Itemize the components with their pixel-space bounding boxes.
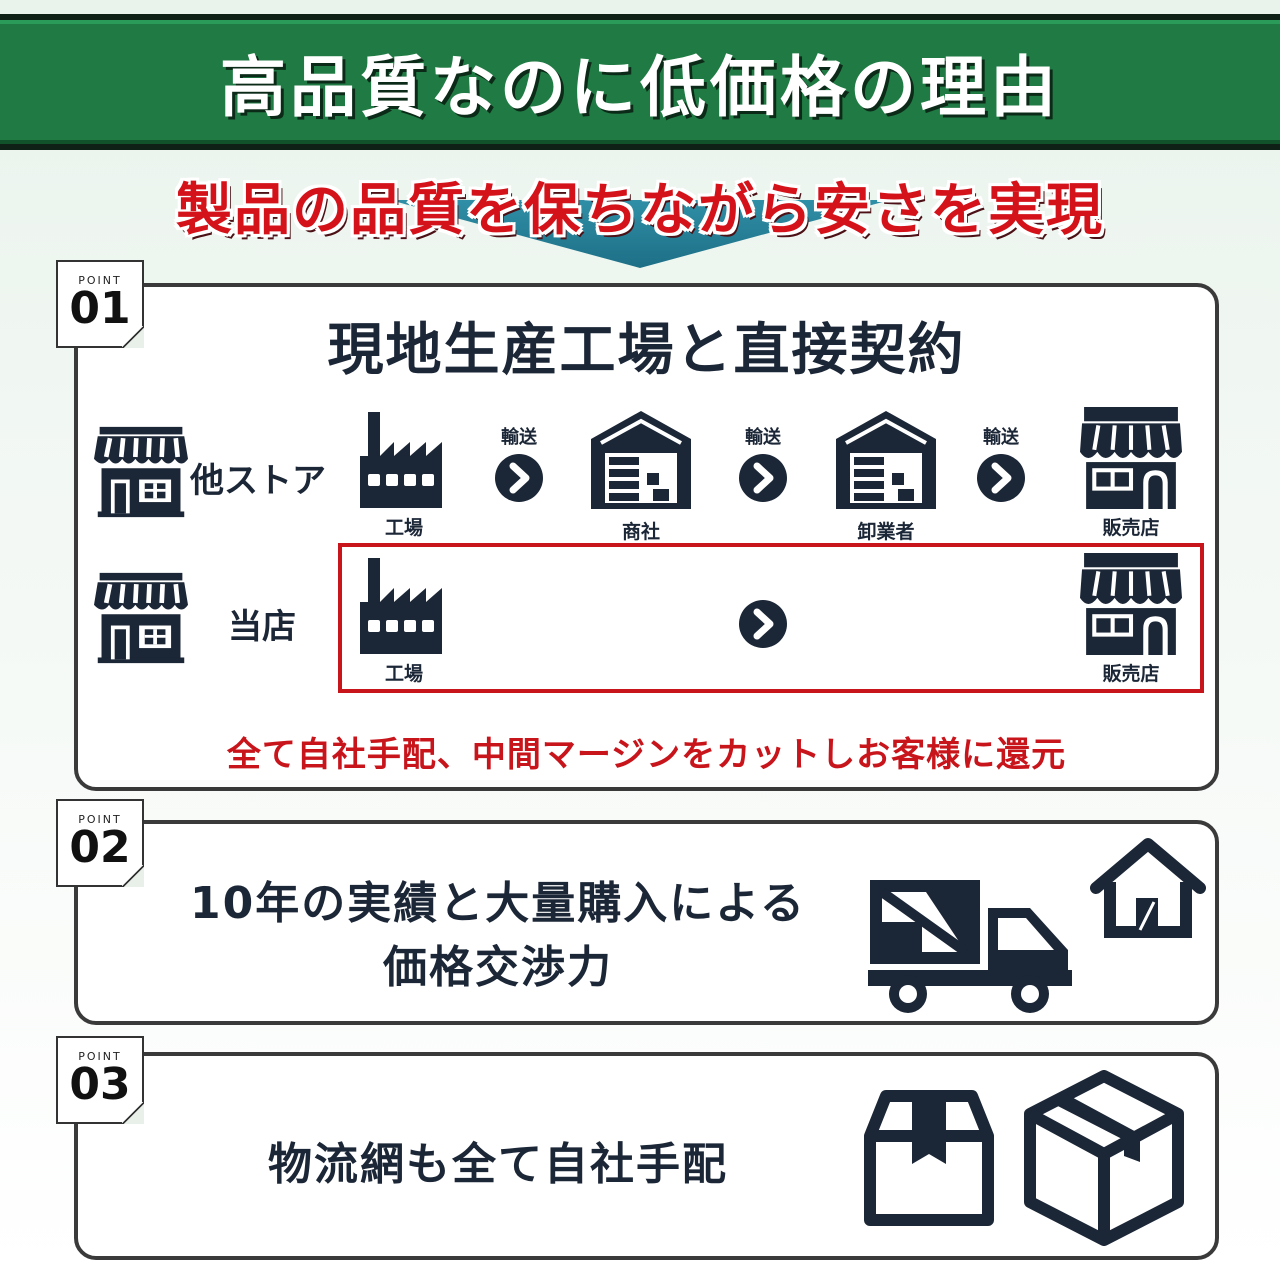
- transport-label: 輸送: [745, 427, 781, 448]
- subtitle: 製品の品質を保ちながら安さを実現: [176, 178, 1104, 243]
- badge-number: 02: [69, 822, 131, 873]
- shop-icon: [1080, 407, 1182, 509]
- direct-route-frame: [338, 543, 1204, 693]
- arrow-right-icon: [494, 453, 544, 503]
- badge-label: POINT: [78, 813, 122, 826]
- factory-icon: [354, 553, 454, 655]
- point3-panel: 物流網も全て自社手配: [74, 1052, 1219, 1260]
- row-other-label: 他ストア: [190, 461, 326, 501]
- point3-text: 物流網も全て自社手配: [268, 1139, 728, 1190]
- header-title: 高品質なのに低価格の理由: [220, 49, 1060, 126]
- badge-label: POINT: [78, 274, 122, 287]
- header-inner: 高品質なのに低価格の理由: [0, 20, 1280, 144]
- badge-number: 03: [69, 1059, 131, 1110]
- factory-label: 工場: [384, 517, 423, 539]
- factory-icon: [354, 407, 454, 509]
- point2-panel: 10年の実績と大量購入による 価格交渉力: [74, 820, 1219, 1025]
- truck-icon: [868, 880, 1072, 1013]
- point2-text: 10年の実績と大量購入による 価格交渉力: [138, 872, 858, 1000]
- transport-label: 輸送: [983, 427, 1019, 448]
- wholesale-label: 卸業者: [857, 521, 915, 543]
- badge-label: POINT: [78, 1050, 122, 1063]
- factory-label: 工場: [384, 663, 423, 685]
- store-icon: [94, 571, 188, 665]
- retailer-label: 販売店: [1102, 517, 1160, 539]
- point1-badge: POINT 01: [56, 260, 144, 348]
- point3-badge: POINT 03: [56, 1036, 144, 1124]
- point1-footer: 全て自社手配、中間マージンをカットしお客様に還元: [226, 735, 1067, 775]
- point1-panel: 現地生産工場と直接契約 他ストア 工場 輸送 商社 輸送 卸業者 輸送 販売店 …: [74, 283, 1219, 791]
- trading-label: 商社: [621, 521, 660, 543]
- arrow-right-icon: [738, 453, 788, 503]
- arrow-right-icon: [738, 599, 788, 649]
- box-icon: [864, 1090, 994, 1226]
- page-fold-icon: [122, 326, 144, 348]
- shop-icon: [1080, 553, 1182, 655]
- transport-label: 輸送: [501, 427, 537, 448]
- house-icon: [1090, 838, 1206, 938]
- page-fold-icon: [122, 1102, 144, 1124]
- point2-line1: 10年の実績と大量購入による: [190, 878, 806, 929]
- warehouse-icon: [836, 409, 936, 509]
- retailer-label: 販売店: [1102, 663, 1160, 685]
- page-fold-icon: [122, 865, 144, 887]
- point2-badge: POINT 02: [56, 799, 144, 887]
- down-arrow-icon: [390, 200, 890, 268]
- store-icon: [94, 425, 188, 519]
- row-ours-label: 当店: [228, 607, 296, 647]
- package-icon: [1024, 1070, 1184, 1246]
- warehouse-icon: [590, 409, 692, 509]
- arrow-right-icon: [976, 453, 1026, 503]
- point1-title: 現地生産工場と直接契約: [327, 318, 966, 383]
- point2-line2: 価格交渉力: [383, 942, 613, 993]
- header-band: 高品質なのに低価格の理由: [0, 14, 1280, 150]
- badge-number: 01: [69, 283, 131, 334]
